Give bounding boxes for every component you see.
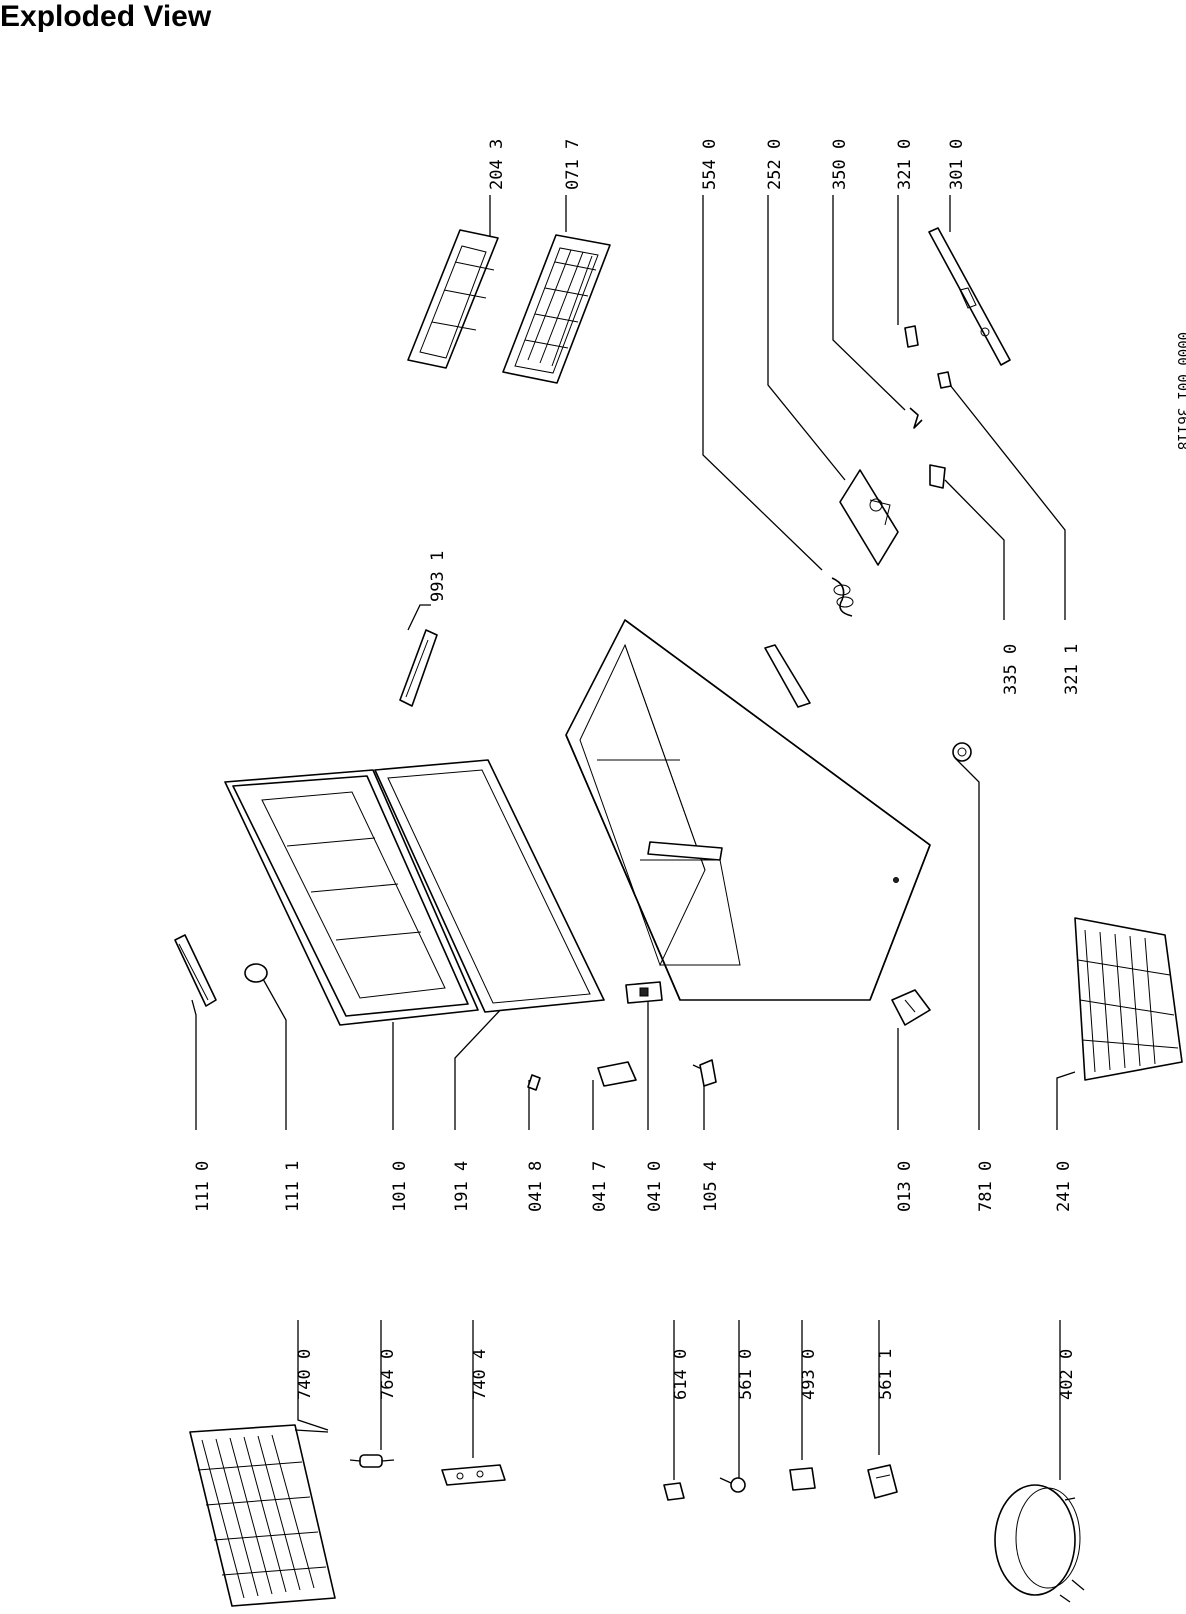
label-993-1: 993 1: [428, 551, 448, 602]
label-041-0: 041 0: [645, 1161, 665, 1212]
part-493-0-block: [789, 1467, 816, 1491]
label-781-0: 781 0: [976, 1161, 996, 1212]
part-labels: 111 0 111 1 101 0 191 4 041 8 041 7 041 …: [193, 139, 1186, 1400]
part-740-0-condenser: [189, 1424, 336, 1607]
label-111-0: 111 0: [193, 1161, 213, 1212]
label-041-8: 041 8: [526, 1161, 546, 1212]
leader-lines: [191, 195, 1076, 1480]
cabinet: [565, 619, 931, 1001]
label-111-1: 111 1: [283, 1161, 303, 1212]
label-071-7: 071 7: [563, 139, 583, 190]
label-241-0: 241 0: [1054, 1161, 1074, 1212]
part-335-0-knob: [929, 464, 946, 489]
document-code: 0000 001 36118: [1174, 332, 1186, 450]
label-301-0: 301 0: [947, 139, 967, 190]
part-191-4-lid-frame: [374, 759, 605, 1013]
label-013-0: 013 0: [895, 1161, 915, 1212]
label-321-0: 321 0: [895, 139, 915, 190]
label-350-0: 350 0: [830, 139, 850, 190]
part-614-0-relay: [663, 1482, 685, 1501]
part-252-0-thermostat: [839, 469, 899, 566]
part-111-0-handle: [174, 934, 217, 1007]
label-561-0: 561 0: [736, 1349, 756, 1400]
part-321-0: [904, 325, 919, 348]
label-101-0: 101 0: [390, 1161, 410, 1212]
part-041-8-clip: [527, 1074, 541, 1091]
part-350-0-clip: [909, 407, 923, 429]
label-402-0: 402 0: [1057, 1349, 1077, 1400]
part-204-3-panel: [407, 229, 499, 369]
part-561-0-capacitor: [719, 1477, 746, 1493]
label-493-0: 493 0: [799, 1349, 819, 1400]
part-740-4-bracket: [441, 1464, 506, 1486]
part-764-0-drier: [349, 1454, 395, 1468]
part-071-7-grille: [502, 234, 611, 384]
part-554-0-coil: [831, 577, 854, 617]
label-105-4: 105 4: [701, 1161, 721, 1212]
part-301-0-control-panel: [928, 227, 1011, 366]
part-402-0-compressor: [994, 1484, 1085, 1603]
part-111-1-cap: [244, 963, 268, 983]
label-321-1: 321 1: [1062, 644, 1082, 695]
label-335-0: 335 0: [1001, 644, 1021, 695]
label-740-0: 740 0: [295, 1349, 315, 1400]
label-561-1: 561 1: [876, 1349, 896, 1400]
part-321-1: [937, 371, 952, 389]
part-041-7-bracket: [597, 1061, 637, 1087]
part-101-0-lid: [224, 769, 479, 1026]
part-013-0-foot: [891, 989, 931, 1026]
label-554-0: 554 0: [700, 139, 720, 190]
label-041-7: 041 7: [590, 1161, 610, 1212]
label-740-4: 740 4: [470, 1349, 490, 1400]
part-781-0-washer: [952, 742, 972, 762]
part-561-1-starter: [867, 1464, 898, 1499]
label-764-0: 764 0: [378, 1349, 398, 1400]
part-241-0-basket: [1074, 917, 1183, 1081]
part-993-1-strip: [399, 629, 438, 707]
label-252-0: 252 0: [765, 139, 785, 190]
part-105-4-hinge: [699, 1059, 717, 1087]
page-title: Exploded View: [0, 0, 212, 33]
label-204-3: 204 3: [487, 139, 507, 190]
label-191-4: 191 4: [452, 1161, 472, 1212]
part-041-0-lock: [625, 981, 663, 1004]
label-614-0: 614 0: [671, 1349, 691, 1400]
